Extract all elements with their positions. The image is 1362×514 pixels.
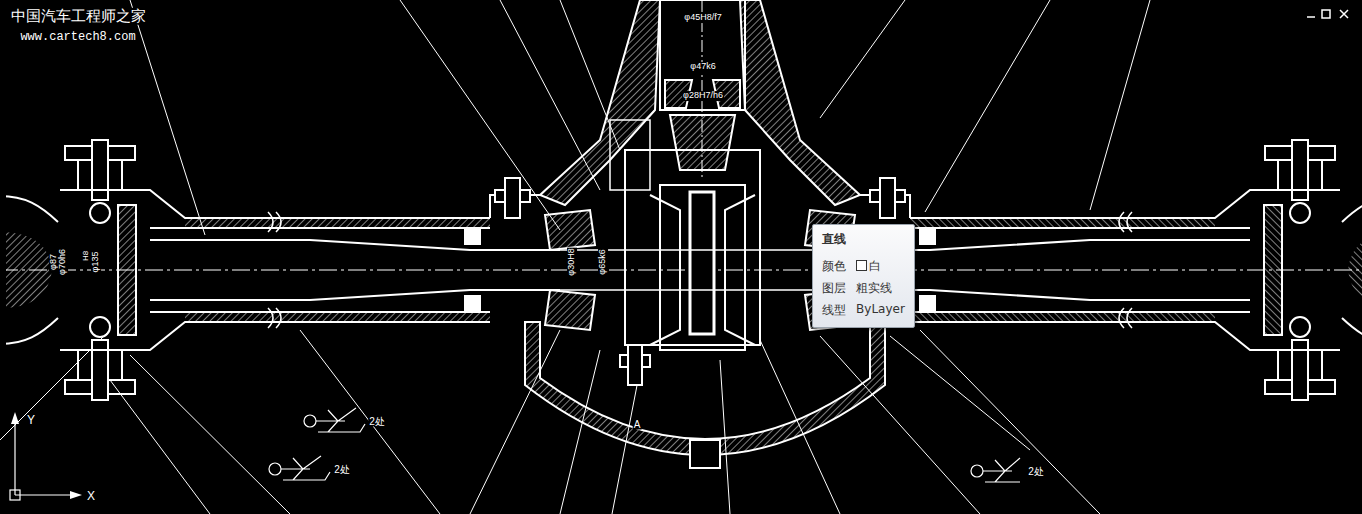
property-name: 图层 xyxy=(822,280,846,297)
dimension: φ28H7/h6 xyxy=(682,91,724,101)
watermark: 中国汽车工程师之家 xyxy=(10,8,147,25)
property-value: ByLayer xyxy=(856,302,905,319)
dimension: φ65k6 xyxy=(598,248,608,275)
leader-lines xyxy=(0,0,1150,514)
roughness-note: 2处 xyxy=(1027,466,1045,477)
property-value: ByLayer xyxy=(856,302,905,316)
property-name: 图层 xyxy=(822,281,846,295)
property-value: 粗实线 xyxy=(856,280,905,297)
tooltip-title: 直线 xyxy=(822,231,905,248)
dimension: φ70h6 xyxy=(58,248,68,276)
dimension: φ30H8 xyxy=(567,247,577,276)
property-name: 颜色 xyxy=(822,258,846,275)
axle-housing xyxy=(0,140,1362,400)
color-swatch xyxy=(856,260,867,271)
tooltip-rows: 颜色 白图层粗实线线型 ByLayer xyxy=(822,258,905,319)
section-mark: A xyxy=(633,419,642,430)
watermark-url: www.cartech8.com xyxy=(19,31,136,44)
property-value: 白 xyxy=(856,258,905,275)
property-value: 白 xyxy=(869,259,881,273)
fit-tolerance: H8 xyxy=(82,250,91,262)
dimension: φ135 xyxy=(91,251,101,274)
ucs-axis-icon xyxy=(10,412,82,500)
property-tooltip: 直线颜色 白图层粗实线线型 ByLayer xyxy=(812,224,915,328)
property-name: 线型 xyxy=(822,303,846,317)
axis-label: X xyxy=(86,490,96,503)
window-buttons xyxy=(1307,10,1348,18)
roughness-note: 2处 xyxy=(333,464,351,475)
roughness-symbols xyxy=(269,408,1020,482)
dimension: φ45H8/f7 xyxy=(683,13,722,23)
dimension: φ47k6 xyxy=(689,62,716,72)
property-name: 颜色 xyxy=(822,259,846,273)
roughness-note: 2处 xyxy=(368,416,386,427)
axis-label: Y xyxy=(26,414,36,427)
property-name: 线型 xyxy=(822,302,846,319)
property-value: 粗实线 xyxy=(856,281,892,295)
